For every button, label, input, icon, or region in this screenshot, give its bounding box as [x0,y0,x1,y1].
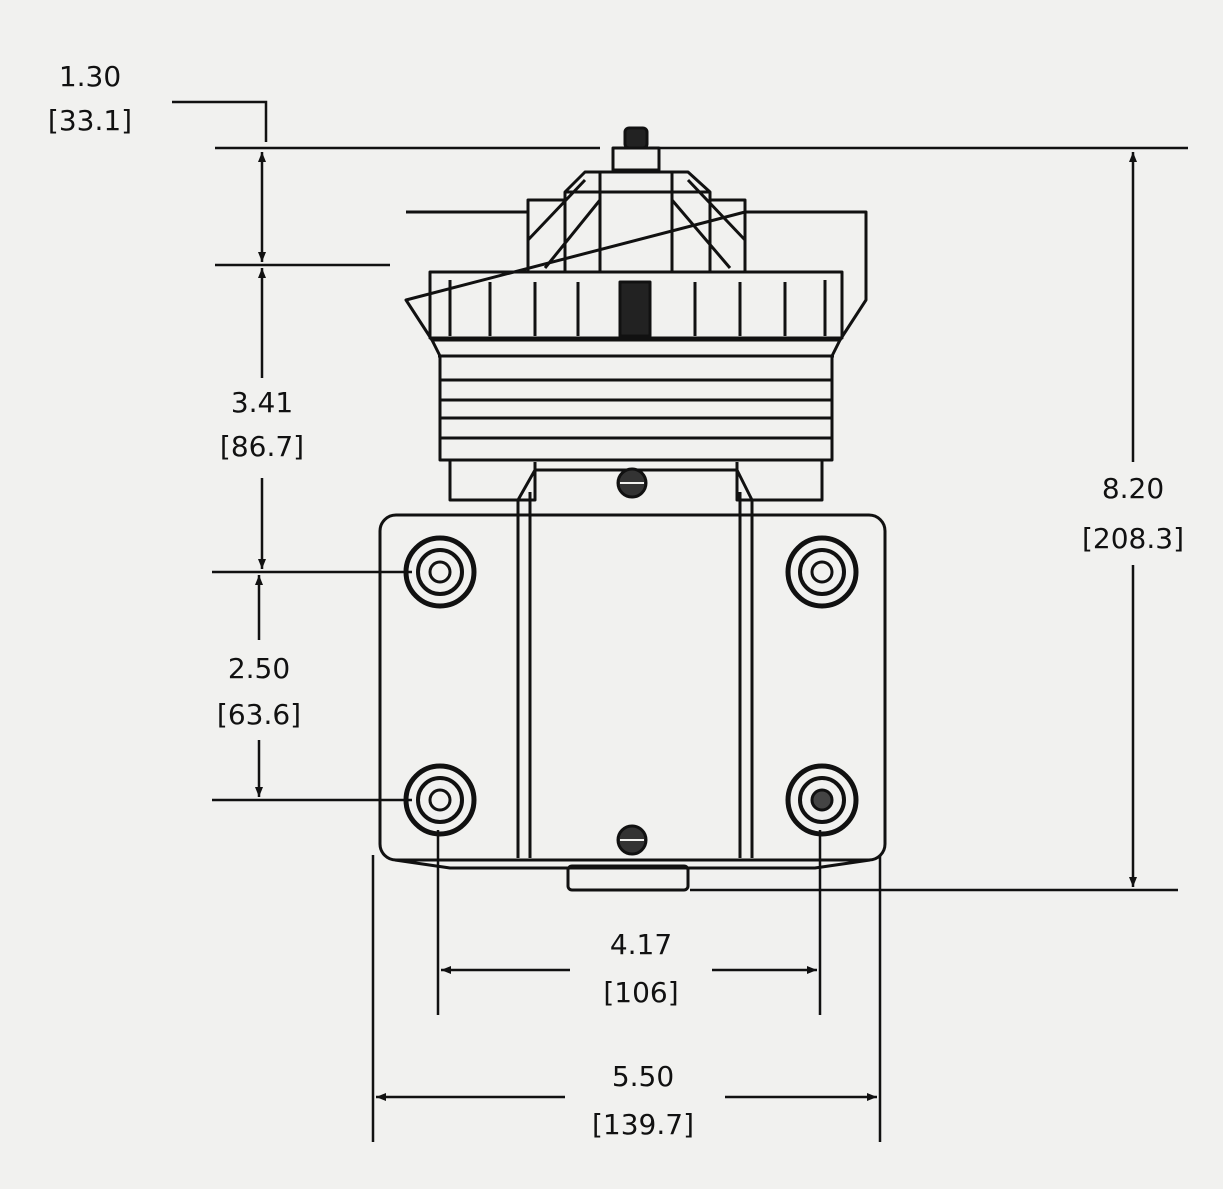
mount-hole-bottom-left [403,763,477,837]
screw-bottom [616,824,648,856]
dim-body-mm: [86.7] [220,430,304,463]
dim-overall-width-inch: 5.50 [612,1060,674,1093]
mount-hole-bottom-right [785,763,859,837]
dim-hole-v-mm: [63.6] [217,698,301,731]
dim-top-cap-inch: 1.30 [59,60,121,93]
dim-body-inch: 3.41 [231,386,293,419]
dim-hole-v-inch: 2.50 [228,652,290,685]
dim-overall-width-mm: [139.7] [592,1108,694,1141]
mount-hole-top-right [785,535,859,609]
extension-lines [172,100,1188,1142]
dimension-labels: 1.30 [33.1] 3.41 [86.7] 2.50 [63.6] 8.20… [48,60,1184,1141]
dimension-lines [255,152,1137,1101]
mount-hole-top-left [403,535,477,609]
screw-top [616,467,648,499]
dim-hole-h-mm: [106] [603,976,678,1009]
dim-hole-h-inch: 4.17 [610,928,672,961]
fasteners [403,467,859,856]
dim-top-cap-mm: [33.1] [48,104,132,137]
part-outline [378,126,887,892]
dim-overall-height-mm: [208.3] [1082,522,1184,555]
dim-overall-height-inch: 8.20 [1102,472,1164,505]
